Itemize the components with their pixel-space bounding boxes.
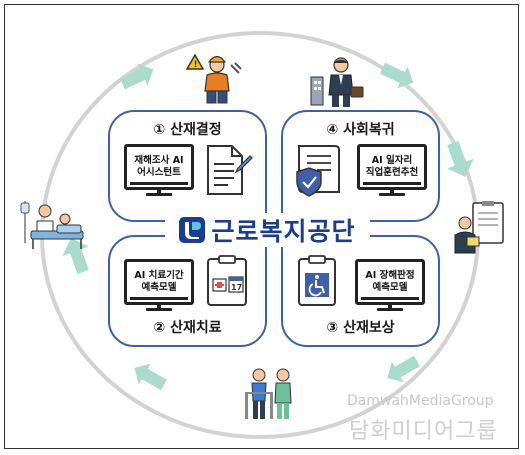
certificate-shield-icon (296, 145, 340, 197)
monitor-line: 직업훈련추천 (365, 167, 419, 178)
watermark-korean: 담화미디어그룹 (349, 419, 498, 444)
svg-text:!: ! (194, 60, 198, 70)
brand-name: 근로복지공단 (211, 217, 356, 246)
quadrant-title: ④ 사회복귀 (326, 122, 395, 138)
clipboard-person-icon (454, 201, 504, 254)
quadrant-title: ③ 산재보상 (326, 320, 395, 336)
arrow-top-left-icon (119, 63, 154, 90)
watermark-english: DamwahMediaGroup (347, 393, 494, 409)
arrow-left-icon (62, 238, 89, 274)
arrow-bottom-right-icon (387, 355, 420, 383)
monitor-line: AI 일자리 (371, 155, 413, 166)
calendar-day-label: 17 (231, 283, 242, 292)
brand-logo-icon (179, 217, 206, 243)
monitor-stand (146, 305, 172, 311)
monitor-stand (379, 190, 405, 196)
rehab-walker-icon (245, 368, 292, 419)
quadrant-title: ② 산재치료 (153, 320, 222, 336)
arrow-top-right-icon (379, 62, 414, 89)
monitor-line: 예측모델 (141, 282, 177, 293)
arrow-bottom-left-icon (134, 363, 167, 391)
monitor-line: 예측모델 (372, 282, 408, 293)
diagram-frame: ! (4, 4, 519, 449)
document-pen-icon (207, 145, 253, 195)
brand-lockup: 근로복지공단 (165, 213, 370, 247)
monitor-line: 어시스턴트 (137, 167, 181, 178)
monitor-stand (146, 190, 172, 196)
monitor-stand (377, 305, 403, 311)
monitor-line: AI 장해판정 (365, 270, 415, 281)
monitor-line: 재해조사 AI (134, 155, 184, 166)
wheelchair-clipboard-icon (298, 255, 336, 306)
arrow-right-icon (447, 141, 474, 177)
medical-calendar-clipboard-icon: 17 (207, 255, 247, 306)
worker-hazard-icon: ! (185, 53, 242, 104)
monitor-line: AI 치료기간 (134, 270, 184, 281)
quadrant-title: ① 산재결정 (153, 122, 222, 138)
businessman-office-icon (310, 57, 364, 107)
hospital-bed-icon (20, 201, 84, 249)
